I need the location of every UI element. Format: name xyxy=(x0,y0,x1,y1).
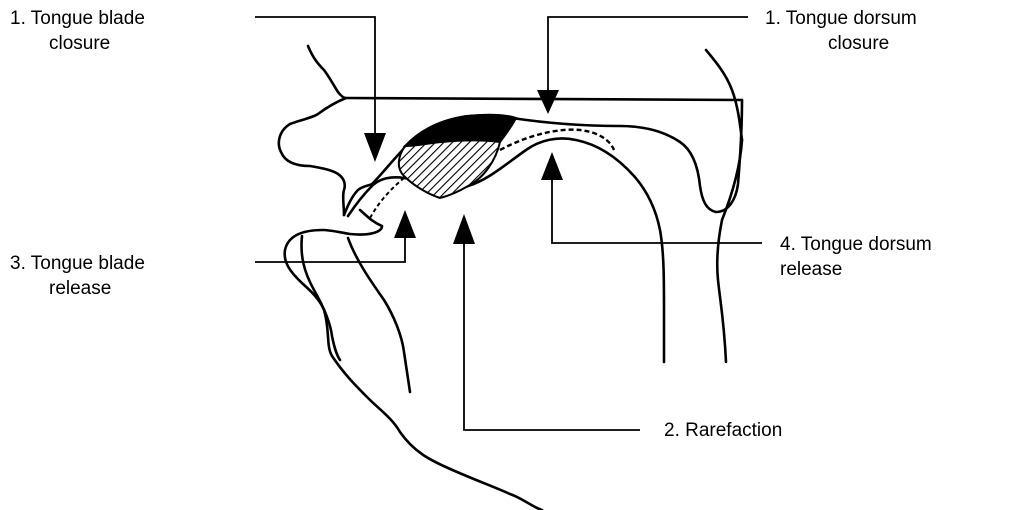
arrow-tongue-blade-release xyxy=(255,210,416,262)
label-tongue-dorsum-closure: 1. Tongue dorsum closure xyxy=(765,6,917,56)
label-line: 1. Tongue dorsum xyxy=(765,6,917,31)
label-tongue-blade-closure: 1. Tongue blade closure xyxy=(10,6,145,56)
label-line: closure xyxy=(765,31,917,56)
label-line: 4. Tongue dorsum xyxy=(780,232,932,257)
label-line: 3. Tongue blade xyxy=(10,251,145,276)
label-line: closure xyxy=(10,31,145,56)
rarefaction-cavity xyxy=(399,141,500,199)
label-line: release xyxy=(780,257,932,282)
nose-contour xyxy=(279,46,346,215)
tongue-body xyxy=(348,138,664,362)
arrow-tongue-blade-closure xyxy=(255,17,386,162)
label-tongue-dorsum-release: 4. Tongue dorsum release xyxy=(780,232,932,282)
label-line: 1. Tongue blade xyxy=(10,6,145,31)
label-rarefaction: 2. Rarefaction xyxy=(664,418,782,443)
lower-lip xyxy=(285,210,542,510)
label-line: release xyxy=(10,276,145,301)
pharynx-upper xyxy=(706,50,742,140)
arrow-rarefaction xyxy=(453,214,640,430)
label-line: 2. Rarefaction xyxy=(664,418,782,443)
jaw-inner xyxy=(302,236,341,360)
label-tongue-blade-release: 3. Tongue blade release xyxy=(10,251,145,301)
